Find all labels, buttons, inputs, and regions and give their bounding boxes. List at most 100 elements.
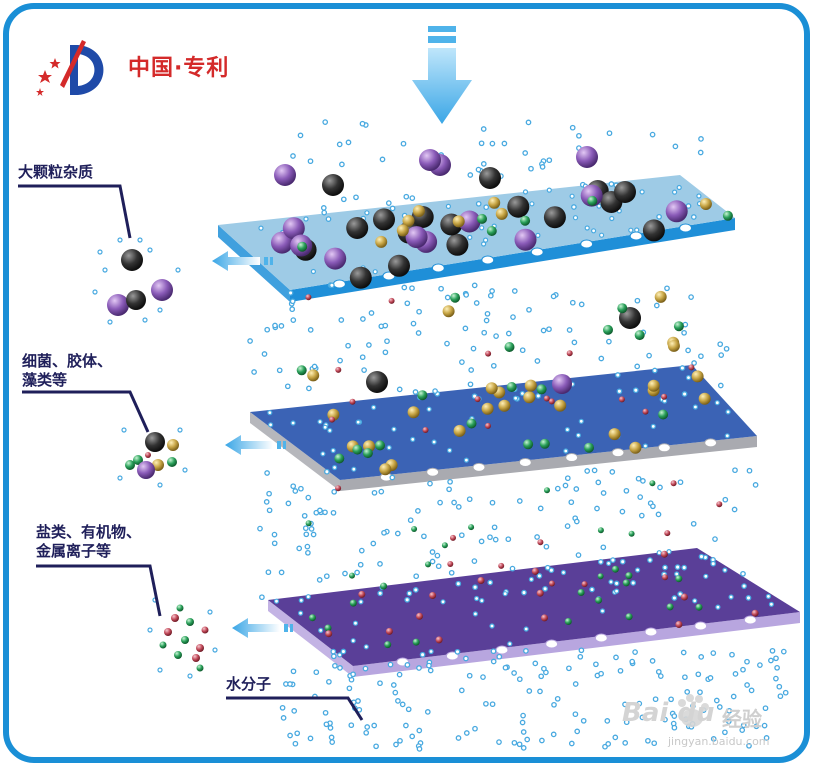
water-molecule	[483, 204, 490, 211]
green-particle	[597, 573, 604, 580]
water-molecule	[569, 299, 576, 306]
water-molecule	[321, 209, 328, 216]
water-molecule	[715, 604, 721, 610]
water-molecule	[566, 327, 573, 333]
water-molecule	[636, 700, 643, 707]
water-molecule	[317, 507, 323, 514]
water-molecule	[773, 675, 779, 682]
black-particle	[507, 195, 530, 218]
water-molecule	[325, 216, 332, 222]
water-molecule	[337, 665, 343, 671]
green-particle	[411, 526, 418, 532]
water-molecule	[92, 289, 98, 295]
water-molecule	[696, 193, 702, 199]
water-molecule	[605, 560, 612, 567]
water-molecule	[568, 499, 575, 506]
water-molecule	[157, 667, 163, 673]
red-particle	[498, 562, 505, 569]
water-molecule	[444, 340, 450, 347]
water-molecule	[473, 300, 480, 306]
water-molecule	[511, 670, 517, 676]
water-molecule	[350, 671, 356, 678]
red-particle	[661, 393, 668, 400]
water-molecule	[616, 388, 623, 395]
water-molecule	[301, 512, 308, 519]
water-molecule	[635, 475, 642, 482]
water-molecule	[526, 306, 532, 313]
green-particle	[362, 448, 373, 459]
green-particle	[564, 618, 572, 625]
water-molecule	[698, 553, 705, 560]
gold-particle	[485, 382, 498, 395]
green-particle	[133, 455, 143, 465]
water-molecule	[364, 724, 371, 730]
black-particle	[346, 217, 369, 239]
water-molecule	[416, 308, 422, 315]
water-molecule	[672, 143, 679, 150]
green-particle	[375, 440, 385, 451]
water-molecule	[472, 584, 478, 591]
water-molecule	[680, 649, 687, 656]
green-particle	[477, 213, 487, 224]
water-molecule	[537, 505, 544, 512]
water-molecule	[157, 307, 163, 313]
water-molecule	[471, 558, 478, 564]
water-molecule	[273, 598, 280, 604]
water-molecule	[298, 610, 304, 616]
water-molecule	[728, 594, 734, 600]
water-molecule	[489, 701, 496, 708]
water-molecule	[470, 345, 477, 352]
purple-particle	[405, 226, 428, 249]
water-molecule	[502, 664, 509, 671]
water-molecule	[377, 561, 383, 567]
black-particle	[366, 371, 388, 393]
water-molecule	[289, 298, 296, 305]
red-particle	[164, 628, 172, 636]
green-particle	[352, 444, 363, 455]
red-particle	[329, 416, 335, 423]
purple-particle	[282, 217, 305, 240]
water-molecule	[427, 480, 433, 487]
water-molecule	[303, 531, 310, 538]
water-molecule	[768, 657, 774, 664]
red-particle	[196, 644, 204, 652]
black-particle	[543, 206, 566, 229]
water-molecule	[490, 658, 497, 665]
water-molecule	[534, 534, 540, 540]
water-molecule	[598, 355, 605, 362]
water-molecule	[412, 587, 419, 593]
water-molecule	[560, 569, 567, 576]
green-particle	[536, 384, 547, 395]
black-particle	[349, 266, 372, 289]
water-molecule	[468, 367, 475, 373]
water-molecule	[483, 237, 489, 243]
water-molecule	[395, 698, 401, 704]
green-particle	[159, 641, 167, 649]
water-molecule	[487, 534, 493, 541]
water-molecule	[337, 357, 343, 364]
water-molecule	[355, 419, 361, 425]
green-particle	[297, 241, 308, 252]
red-particle	[192, 654, 200, 662]
water-molecule	[362, 665, 369, 672]
filter-layer-2	[250, 365, 757, 491]
water-molecule	[290, 483, 297, 490]
water-molecule	[323, 573, 330, 580]
water-molecule	[298, 485, 304, 492]
water-molecule	[458, 532, 465, 539]
water-molecule	[322, 709, 329, 716]
water-molecule	[429, 558, 436, 565]
reject-arrow-icon	[212, 251, 273, 271]
water-molecule	[361, 367, 367, 373]
water-molecule	[438, 285, 444, 292]
water-molecule	[480, 674, 486, 680]
green-particle	[324, 624, 332, 632]
water-molecule	[650, 503, 656, 510]
green-particle	[380, 582, 388, 590]
green-particle	[334, 453, 345, 464]
water-molecule	[629, 658, 636, 665]
green-particle	[506, 382, 517, 392]
green-particle	[196, 664, 204, 672]
water-molecule	[574, 728, 581, 735]
